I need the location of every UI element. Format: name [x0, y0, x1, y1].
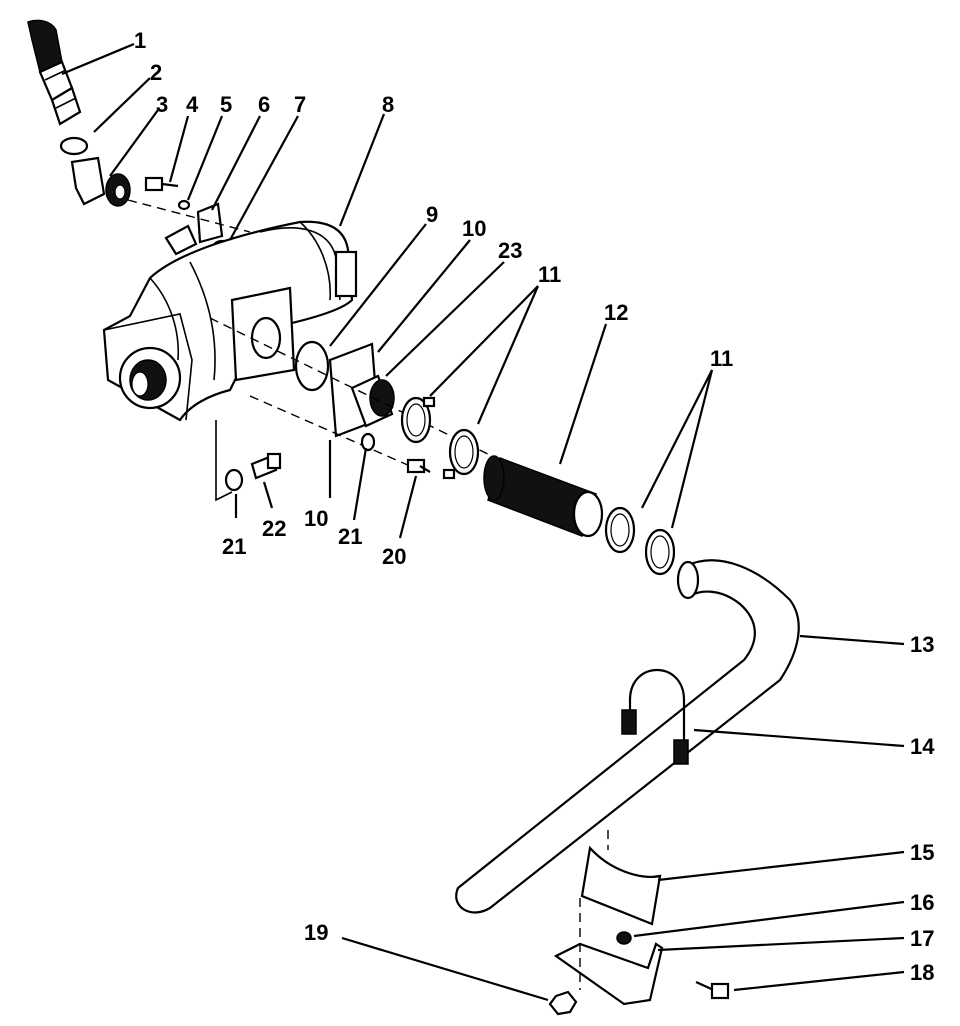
elbow-fitting: [70, 156, 131, 207]
hydraulic-pump: [102, 220, 358, 422]
lock-washer: [177, 199, 191, 211]
callout-20: 20: [382, 544, 406, 569]
callout-11-left: 11: [538, 262, 561, 287]
callout-8: 8: [382, 92, 394, 117]
retaining-plate: [196, 202, 224, 244]
hose-clamp: [644, 528, 676, 576]
lock-washer: [224, 468, 244, 492]
hydraulic-hose: [27, 19, 82, 126]
coupling: [350, 374, 395, 428]
cap-screw: [250, 452, 282, 480]
hose-clamp: [442, 428, 480, 480]
callout-10-lower: 10: [304, 506, 328, 531]
retaining-clamp: [164, 224, 198, 256]
hose-clamp: [604, 506, 636, 554]
mounting-bracket: [553, 942, 664, 1006]
callout-5: 5: [220, 92, 232, 117]
callout-21-left: 21: [222, 534, 246, 559]
hose-clamp: [400, 396, 436, 444]
callout-21-right: 21: [338, 524, 362, 549]
bolt: [695, 980, 730, 1000]
callout-17: 17: [910, 926, 934, 951]
callout-16: 16: [910, 890, 934, 915]
hex-nut: [548, 990, 578, 1016]
callout-1: 1: [134, 28, 146, 53]
callout-9: 9: [426, 202, 438, 227]
leader-lines: [61, 42, 905, 1002]
lock-washer: [360, 432, 376, 452]
callout-18: 18: [910, 960, 934, 985]
callout-2: 2: [150, 60, 162, 85]
callout-11-right: 11: [710, 346, 733, 371]
callout-3: 3: [156, 92, 168, 117]
suction-hose: [483, 455, 604, 538]
callout-12: 12: [604, 300, 628, 325]
u-bolt: [621, 668, 689, 765]
callout-14: 14: [910, 734, 935, 759]
callout-10-upper: 10: [462, 216, 486, 241]
callout-numbers: 1 2 3 4 5 6 7 8 9 10 23 11 12 11 13 14 1…: [134, 28, 935, 985]
nut: [616, 931, 632, 945]
callout-23: 23: [498, 238, 522, 263]
callout-22: 22: [262, 516, 286, 541]
callout-7: 7: [294, 92, 306, 117]
cap-screw: [406, 458, 431, 474]
callout-4: 4: [186, 92, 199, 117]
o-ring-large: [294, 340, 330, 392]
callout-15: 15: [910, 840, 934, 865]
callout-13: 13: [910, 632, 934, 657]
o-ring: [59, 136, 89, 156]
callout-19: 19: [304, 920, 328, 945]
tube-saddle: [580, 845, 662, 926]
suction-tube: [455, 559, 800, 914]
callout-6: 6: [258, 92, 270, 117]
bolt: [144, 176, 179, 192]
